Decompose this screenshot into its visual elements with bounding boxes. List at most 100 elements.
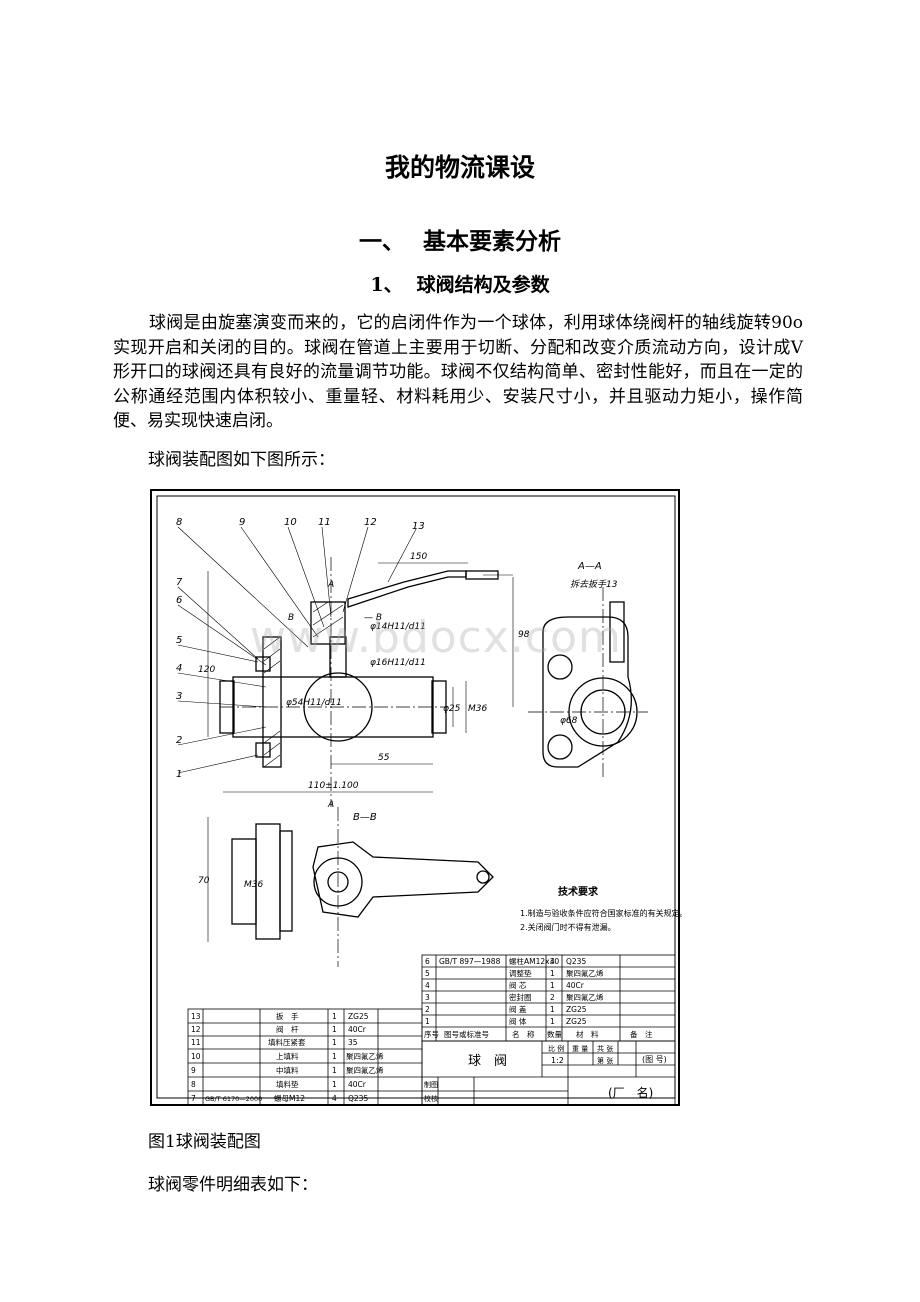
svg-text:1: 1 [332, 1066, 337, 1075]
dim-150: 150 [410, 552, 427, 562]
svg-text:1: 1 [550, 969, 555, 978]
part-label-13: 13 [412, 521, 425, 532]
svg-text:3: 3 [425, 993, 430, 1002]
svg-text:1: 1 [332, 1012, 337, 1021]
svg-text:图号或标准号: 图号或标准号 [444, 1029, 489, 1039]
svg-text:ZG25: ZG25 [348, 1012, 369, 1021]
dim-fit16: φ16H11/d11 [370, 658, 426, 668]
svg-text:11: 11 [191, 1038, 201, 1047]
svg-text:螺母M12: 螺母M12 [274, 1093, 305, 1103]
svg-text:10: 10 [191, 1052, 201, 1061]
section-heading: 一、基本要素分析 [0, 222, 920, 256]
part-number-labels: 8 9 10 11 12 13 7 6 5 4 3 2 1 [176, 517, 425, 780]
svg-text:4: 4 [332, 1094, 337, 1103]
svg-text:填料垫: 填料垫 [276, 1079, 299, 1089]
section-number: 一、 [359, 228, 405, 255]
svg-text:阀 芯: 阀 芯 [509, 980, 527, 990]
dim-110: 110±1.100 [308, 781, 359, 791]
section-title: 基本要素分析 [423, 228, 561, 255]
svg-text:1: 1 [550, 1017, 555, 1026]
part-label-3: 3 [176, 691, 182, 702]
svg-text:螺柱AM12x30: 螺柱AM12x30 [509, 956, 559, 966]
section-mark-b: B [288, 613, 294, 623]
svg-text:1: 1 [425, 1017, 430, 1026]
svg-text:Q235: Q235 [566, 957, 586, 966]
svg-text:ZG25: ZG25 [566, 1005, 587, 1014]
svg-text:聚四氟乙烯: 聚四氟乙烯 [346, 1065, 384, 1075]
svg-text:(厂 名): (厂 名) [608, 1085, 653, 1100]
svg-text:40Cr: 40Cr [348, 1080, 367, 1089]
svg-text:数量: 数量 [547, 1029, 562, 1039]
svg-text:GB/T 6170—2000: GB/T 6170—2000 [205, 1095, 262, 1103]
bom-left-grid [187, 1008, 423, 1106]
part-label-5: 5 [176, 635, 182, 646]
inner-frame [156, 495, 676, 1099]
part-label-2: 2 [176, 735, 182, 746]
section-mark-a-bottom: A [327, 800, 334, 810]
svg-text:填料压紧套: 填料压紧套 [268, 1037, 306, 1047]
dim-phi68: φ68 [560, 716, 578, 726]
svg-text:8: 8 [191, 1080, 196, 1089]
svg-text:1:2: 1:2 [551, 1056, 564, 1065]
svg-text:阀 杆: 阀 杆 [276, 1024, 299, 1034]
front-view [177, 526, 514, 807]
part-label-10: 10 [284, 517, 297, 528]
svg-text:聚四氟乙烯: 聚四氟乙烯 [566, 992, 604, 1002]
svg-text:校核: 校核 [424, 1094, 438, 1103]
dim-55: 55 [378, 753, 390, 763]
dim-fit14: φ14H11/d11 [370, 622, 426, 632]
svg-text:1: 1 [550, 1005, 555, 1014]
subsection-heading: 1、球阀结构及参数 [0, 270, 920, 297]
bom-right-grid [421, 954, 676, 1106]
view-title-aa: A—A [577, 561, 602, 572]
svg-text:备 注: 备 注 [630, 1029, 653, 1039]
svg-text:聚四氟乙烯: 聚四氟乙烯 [566, 968, 604, 978]
svg-text:4: 4 [425, 981, 430, 990]
svg-text:4: 4 [550, 957, 555, 966]
dim-phi25: φ25 [443, 704, 461, 714]
svg-text:聚四氟乙烯: 聚四氟乙烯 [346, 1051, 384, 1061]
part-label-6: 6 [176, 595, 182, 606]
svg-text:材 料: 材 料 [576, 1029, 599, 1039]
drawing-svg: 8 9 10 11 12 13 7 6 5 4 3 2 1 150 9 8 120… [150, 489, 688, 1106]
part-label-12: 12 [364, 517, 377, 528]
svg-text:共 张: 共 张 [597, 1044, 613, 1053]
svg-text:6: 6 [425, 957, 430, 966]
svg-text:重 量: 重 量 [572, 1045, 588, 1053]
dim-m36: M36 [468, 704, 487, 714]
svg-text:1: 1 [332, 1080, 337, 1089]
section-aa-view [528, 587, 648, 777]
svg-text:2: 2 [425, 1005, 430, 1014]
body-paragraph: 球阀是由旋塞演变而来的，它的启闭件作为一个球体，利用球体绕阀杆的轴线旋转90o实… [113, 313, 803, 431]
dim-70: 70 [198, 876, 210, 886]
svg-text:调整垫: 调整垫 [509, 968, 532, 978]
svg-text:1: 1 [332, 1025, 337, 1034]
svg-text:阀 体: 阀 体 [509, 1016, 527, 1026]
svg-text:40Cr: 40Cr [566, 981, 585, 990]
part-label-8: 8 [176, 517, 182, 528]
tech-line-2: 2.关闭阀门时不得有泄漏。 [520, 922, 616, 932]
part-label-7: 7 [176, 577, 183, 588]
dim-m36-bb: M36 [244, 880, 263, 890]
svg-text:35: 35 [348, 1038, 358, 1047]
part-label-4: 4 [176, 663, 182, 674]
svg-text:制图: 制图 [424, 1080, 438, 1089]
watermark: www.bdocx.com [250, 612, 622, 663]
tech-title: 技术要求 [558, 885, 599, 898]
tech-requirements: 技术要求 1.制造与验收条件应符合国家标准的有关规定。 2.关闭阀门时不得有泄漏… [520, 885, 688, 932]
svg-text:40Cr: 40Cr [348, 1025, 367, 1034]
part-label-11: 11 [318, 517, 331, 528]
view-titles: A—A 拆去扳手13 B—B [353, 561, 618, 823]
svg-text:9: 9 [191, 1066, 196, 1075]
svg-text:1: 1 [332, 1038, 337, 1047]
dim-fit54: φ54H11/d11 [286, 698, 342, 708]
view-title-bb: B—B [353, 812, 377, 823]
svg-text:GB/T 897—1988: GB/T 897—1988 [439, 957, 501, 966]
svg-text:名 称: 名 称 [512, 1029, 535, 1039]
svg-text:Q235: Q235 [348, 1094, 368, 1103]
title-block-text: 球 阀 比 例 重 量 共 张 (图 号) 1:2 第 张 制图 校核 (厂 名… [424, 1044, 667, 1103]
dim-120: 120 [198, 665, 215, 675]
section-bb-view [207, 807, 494, 967]
